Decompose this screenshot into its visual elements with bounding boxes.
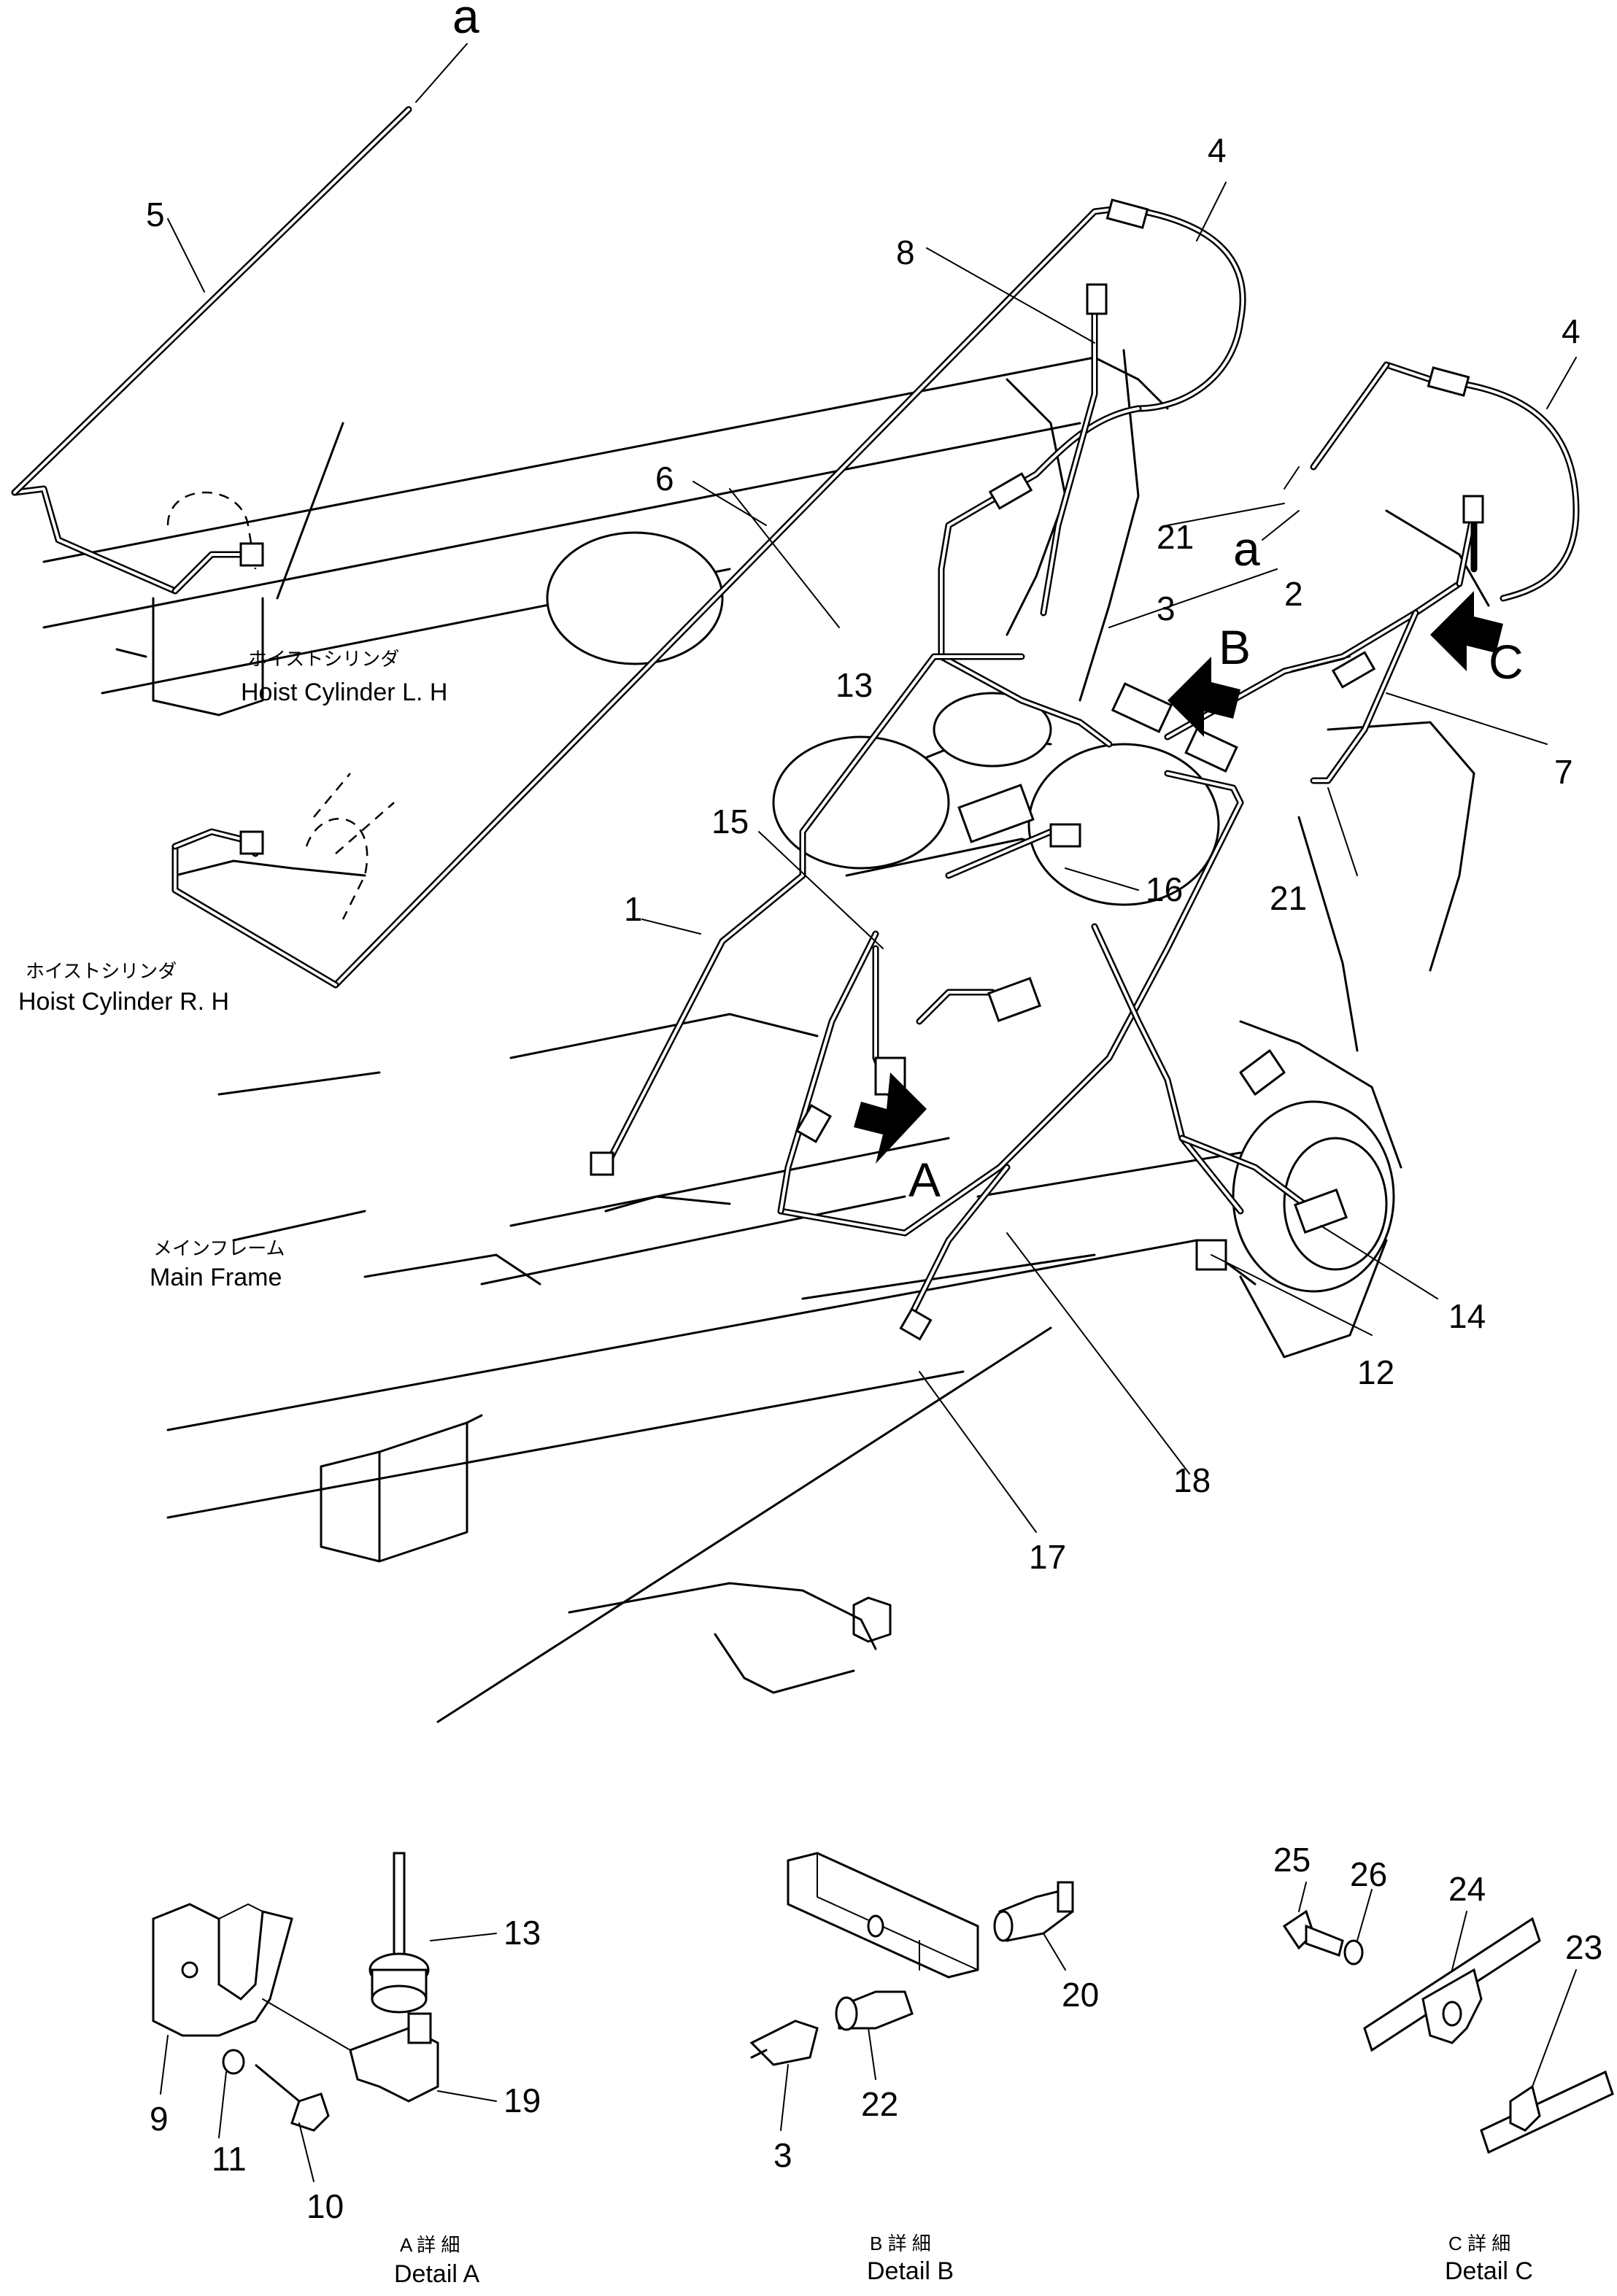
view-b-arrow — [1168, 657, 1240, 737]
hoist-lh-label-jp: ホイストシリンダ — [248, 648, 399, 670]
detail-a-callout-13: 13 — [503, 1914, 541, 1952]
view-c-arrow — [1430, 591, 1503, 671]
detail-c — [1282, 1882, 1614, 2154]
detail-c-callout-26: 26 — [1350, 1855, 1387, 1893]
hoist-lh-label-en: Hoist Cylinder L. H — [241, 679, 447, 706]
callout-8: 8 — [896, 233, 915, 271]
callout-4-upper: 4 — [1208, 131, 1227, 169]
frame-bosses — [546, 531, 1395, 1643]
detail-c-pipe-lower — [1480, 2070, 1614, 2154]
callout-5: 5 — [146, 196, 165, 233]
detail-b-title-jp: B 詳 細 — [870, 2233, 931, 2254]
callout-4-right: 4 — [1562, 312, 1581, 350]
component-labels: ホイストシリンダ Hoist Cylinder L. H ホイストシリンダ Ho… — [18, 648, 447, 1291]
detail-a-title-jp: A 詳 細 — [400, 2234, 460, 2256]
detail-c-callout-24: 24 — [1448, 1870, 1486, 1908]
hoist-rh-label-en: Hoist Cylinder R. H — [18, 988, 229, 1016]
callout-16: 16 — [1146, 870, 1183, 908]
hoist-cylinder-lh — [115, 422, 344, 716]
detail-a-washer — [222, 2049, 245, 2075]
main-frame-label-en: Main Frame — [150, 1264, 282, 1291]
callout-7: 7 — [1554, 753, 1573, 791]
leader-lines — [167, 43, 1577, 1533]
view-a-arrow — [854, 1072, 927, 1164]
detail-a-bolt — [255, 2063, 330, 2132]
detail-c-clamp-23 — [1509, 2084, 1541, 2132]
callout-21-lower: 21 — [1270, 879, 1307, 917]
detail-a-bracket — [152, 1903, 293, 2037]
detail-b-callout-3: 3 — [773, 2136, 792, 2174]
callout-6: 6 — [655, 460, 674, 498]
pipe-clamps — [239, 198, 1484, 1341]
reference-letters: a a A B C — [452, 0, 1524, 1207]
callout-14: 14 — [1448, 1297, 1486, 1335]
detail-b-callout-20: 20 — [1062, 1976, 1099, 2014]
callout-21-upper: 21 — [1157, 518, 1194, 556]
detail-b-fitting-22 — [838, 1990, 914, 2030]
callout-1: 1 — [624, 890, 643, 928]
detail-a — [152, 1852, 497, 2182]
letter-view-a: A — [908, 1153, 941, 1207]
callout-13: 13 — [835, 666, 873, 704]
letter-view-b: B — [1219, 620, 1251, 674]
detail-c-title-jp: C 詳 細 — [1448, 2233, 1510, 2254]
callout-18: 18 — [1173, 1461, 1211, 1499]
detail-a-callout-9: 9 — [150, 2100, 169, 2138]
detail-b — [749, 1852, 1074, 2131]
main-frame-label-jp: メインフレーム — [153, 1237, 285, 1259]
detail-a-title-en: Detail A — [394, 2260, 479, 2288]
detail-b-title-en: Detail B — [867, 2257, 954, 2285]
detail-a-callout-19: 19 — [503, 2082, 541, 2119]
detail-a-callout-11: 11 — [212, 2140, 247, 2178]
callout-2: 2 — [1284, 575, 1303, 613]
detail-b-callout-22: 22 — [861, 2085, 898, 2123]
callout-15: 15 — [711, 803, 749, 840]
main-callouts: 1 2 3 4 4 5 6 7 8 12 13 14 15 16 17 18 2… — [146, 131, 1581, 1576]
callout-3: 3 — [1157, 590, 1176, 627]
letter-a-top: a — [452, 0, 479, 43]
callout-12: 12 — [1357, 1353, 1394, 1391]
hoist-cylinder-rh — [305, 773, 395, 920]
detail-a-callouts: 9 10 11 13 19 A 詳 細 Detail A — [150, 1914, 541, 2288]
view-arrows — [854, 591, 1503, 1164]
letter-a-right: a — [1233, 522, 1260, 576]
detail-b-callouts: 3 20 22 B 詳 細 Detail B — [773, 1976, 1099, 2285]
hoist-rh-label-jp: ホイストシリンダ — [26, 960, 177, 982]
detail-c-title-en: Detail C — [1445, 2257, 1533, 2285]
detail-c-callout-23: 23 — [1565, 1928, 1602, 1966]
detail-b-fitting-3 — [749, 2019, 819, 2066]
callout-17: 17 — [1029, 1538, 1066, 1576]
letter-view-c: C — [1489, 635, 1524, 689]
detail-a-callout-10: 10 — [306, 2187, 344, 2225]
detail-c-callouts: 23 24 25 26 C 詳 細 Detail C — [1273, 1841, 1602, 2285]
detail-c-callout-25: 25 — [1273, 1841, 1311, 1879]
